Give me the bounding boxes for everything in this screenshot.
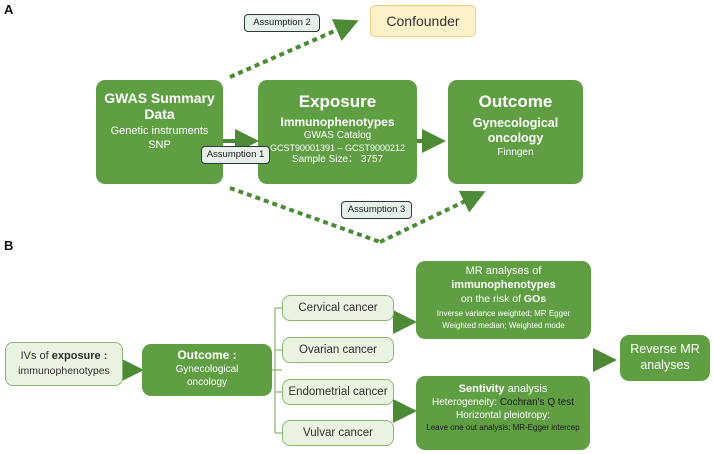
- outcome-b-line-2: oncology: [186, 377, 228, 388]
- outcome-a-line-1: Finngen: [497, 147, 534, 158]
- outcome-a-title: Outcome: [478, 92, 553, 111]
- ivs-line-2: immunophenotypes: [18, 365, 110, 377]
- mr-analyses-box: MR analyses of immunophenotypes on the r…: [416, 261, 591, 339]
- gwas-title-1: GWAS Summary: [104, 90, 215, 106]
- exposure-line-2: GCST90001391 – GCST9000212: [269, 143, 406, 153]
- exposure-line-1: GWAS Catalog: [303, 130, 372, 141]
- mr-line-3: on the risk of GOs: [416, 292, 591, 306]
- outcome-b-line-1: Gynecological: [175, 364, 239, 375]
- outcome-a-sub-2: oncology: [487, 131, 544, 145]
- assumption-3-label: Assumption 3: [341, 201, 412, 219]
- ivs-bold: exposure :: [51, 350, 108, 362]
- sens-title: Sentivity analysis: [416, 382, 590, 396]
- gwas-line-2: SNP: [148, 139, 171, 151]
- gwas-title-2: Data: [144, 106, 175, 122]
- exposure-line-3: Sample Size： 3757: [291, 154, 384, 165]
- outcome-b-title: Outcome :: [177, 348, 237, 362]
- ivs-prefix: IVs of: [20, 350, 52, 362]
- sens-het-prefix: Heterogeneity:: [432, 397, 500, 408]
- sens-pleio: Horizontal pleiotropy:: [456, 410, 550, 421]
- sens-het: Heterogeneity: Cochran's Q test: [416, 396, 590, 409]
- reverse-line-1: Reverse MR: [630, 342, 700, 356]
- mr-line-2: immunophenotypes: [451, 279, 556, 291]
- gwas-line-1: Genetic instruments: [110, 125, 209, 137]
- mr-line-3-bold: GOs: [523, 293, 547, 305]
- cancer-vulvar: Vulvar cancer: [282, 420, 394, 446]
- reverse-line-2: analyses: [640, 358, 690, 372]
- outcome-box-a: Outcome Gynecological oncology Finngen: [448, 80, 583, 184]
- reverse-mr-box: Reverse MR analyses: [620, 335, 710, 381]
- sens-loo: Leave one out analysis; MR-Egger interce…: [426, 423, 580, 432]
- assumption-2-label: Assumption 2: [244, 14, 320, 32]
- dashed-arrow-to-confounder: [229, 19, 359, 79]
- cancer-endometrial: Endometrial cancer: [282, 379, 394, 405]
- ivs-box: IVs of exposure : immunophenotypes: [5, 342, 123, 386]
- cancer-cervical: Cervical cancer: [282, 295, 394, 321]
- mr-methods-2: Weighted median; Weighted mode: [442, 321, 565, 330]
- panel-b-label: B: [4, 238, 14, 253]
- mr-methods-1: Inverse variance weighted; MR Egger: [436, 309, 571, 318]
- sens-title-bold: Sentivity: [458, 383, 505, 395]
- exposure-subtitle: Immunophenotypes: [280, 115, 395, 129]
- outcome-a-sub-1: Gynecological: [472, 116, 559, 130]
- assumption-1-label: Assumption 1: [201, 146, 270, 164]
- dashed-arrow-to-outcome: [379, 190, 486, 244]
- sensitivity-box: Sentivity analysis Heterogeneity: Cochra…: [416, 376, 590, 450]
- mr-line-1: MR analyses of: [465, 265, 542, 277]
- ivs-line-1: IVs of exposure :: [6, 349, 122, 364]
- sens-het-dark: Cochran's Q test: [499, 397, 574, 408]
- outcome-box-b: Outcome : Gynecological oncology: [142, 344, 272, 396]
- exposure-title: Exposure: [298, 92, 377, 111]
- panel-a-label: A: [4, 2, 14, 17]
- cancer-ovarian: Ovarian cancer: [282, 337, 394, 363]
- exposure-box: Exposure Immunophenotypes GWAS Catalog G…: [258, 80, 417, 184]
- gwas-box: GWAS Summary Data Genetic instruments SN…: [96, 80, 223, 184]
- sens-title-rest: analysis: [504, 383, 548, 395]
- confounder-box: Confounder: [370, 5, 476, 37]
- mr-line-3-prefix: on the risk of: [460, 293, 524, 305]
